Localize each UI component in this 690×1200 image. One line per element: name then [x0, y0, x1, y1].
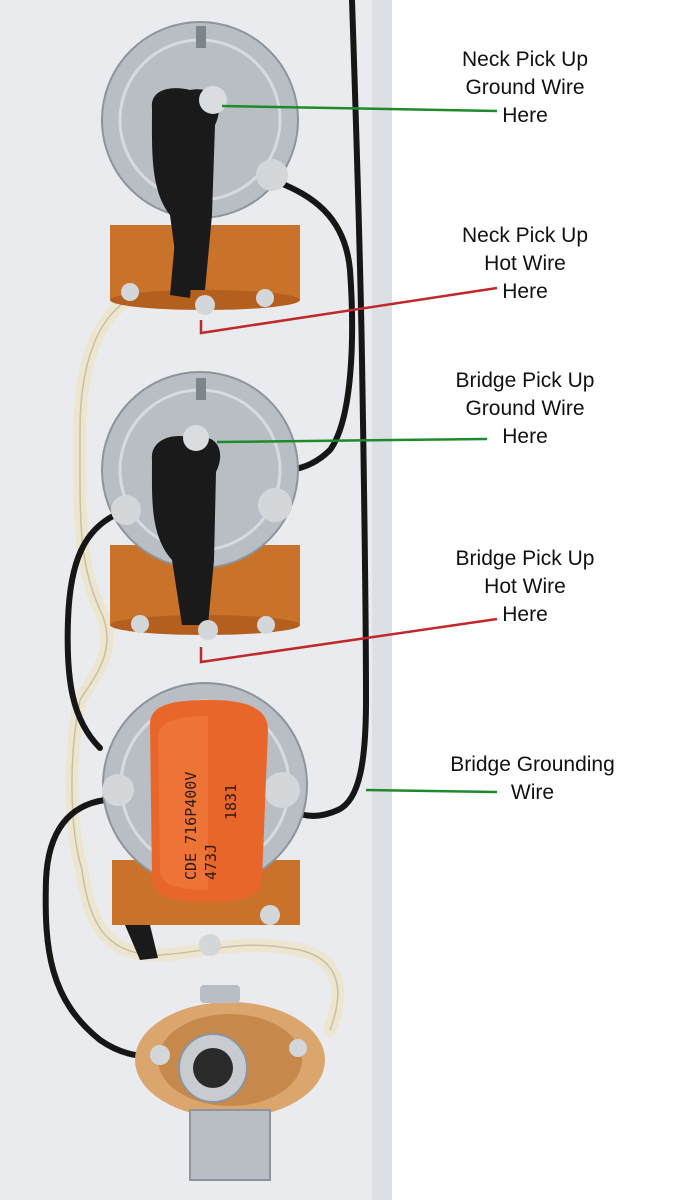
capacitor-icon	[150, 700, 268, 902]
capacitor-text-line1: CDE 716P400V	[182, 772, 200, 880]
output-jack-icon	[135, 985, 325, 1181]
volume-link-black-wire	[64, 512, 118, 751]
bridge-potentiometer-icon	[101, 371, 300, 640]
bridge-grounding-label-line2: Wire	[510, 781, 555, 804]
neck-ground-label-line1: Neck Pick Up	[461, 48, 589, 71]
bridge-ground-label: Bridge Pick Up Ground Wire Here	[425, 367, 625, 451]
bridge-hot-label-line2: Hot Wire	[484, 575, 566, 598]
neck-hot-label-line2: Hot Wire	[484, 252, 566, 275]
bridge-hot-label-line1: Bridge Pick Up	[455, 547, 595, 570]
bridge-ground-label-line1: Bridge Pick Up	[455, 369, 595, 392]
bridge-grounding-label-line1: Bridge Grounding	[450, 753, 615, 776]
cloth-ground-wire-edge	[71, 299, 339, 1031]
capacitor-text-line3: 1831	[222, 784, 240, 820]
neck-ground-leader	[221, 104, 498, 113]
neck-ground-label: Neck Pick Up Ground Wire Here	[430, 46, 620, 130]
neck-hot-label-line3: Here	[502, 280, 548, 303]
bridge-hot-label: Bridge Pick Up Hot Wire Here	[425, 545, 625, 629]
neck-ground-label-line2: Ground Wire	[465, 76, 585, 99]
bridge-hot-leader	[199, 617, 498, 664]
neck-hot-leader	[199, 286, 498, 335]
bridge-ground-black-wire	[289, 0, 370, 819]
neck-ground-label-line3: Here	[502, 104, 548, 127]
bridge-ground-label-line2: Ground Wire	[465, 397, 585, 420]
control-plate-shadow	[372, 0, 392, 1200]
bridge-grounding-leader	[365, 788, 498, 794]
pot-link-black-wire	[275, 179, 356, 473]
bridge-ground-label-line3: Here	[502, 425, 548, 448]
jack-hot-black-wire	[42, 797, 163, 1059]
capacitor-text-line2: 473J	[202, 844, 220, 880]
capacitor-print: CDE 716P400V 473J 1831	[182, 772, 240, 880]
bridge-hot-label-line3: Here	[502, 603, 548, 626]
neck-potentiometer-icon	[101, 21, 300, 315]
bridge-grounding-label: Bridge Grounding Wire	[425, 751, 640, 807]
neck-hot-label-line1: Neck Pick Up	[461, 224, 589, 247]
neck-hot-label: Neck Pick Up Hot Wire Here	[430, 222, 620, 306]
bridge-ground-leader	[216, 437, 488, 444]
